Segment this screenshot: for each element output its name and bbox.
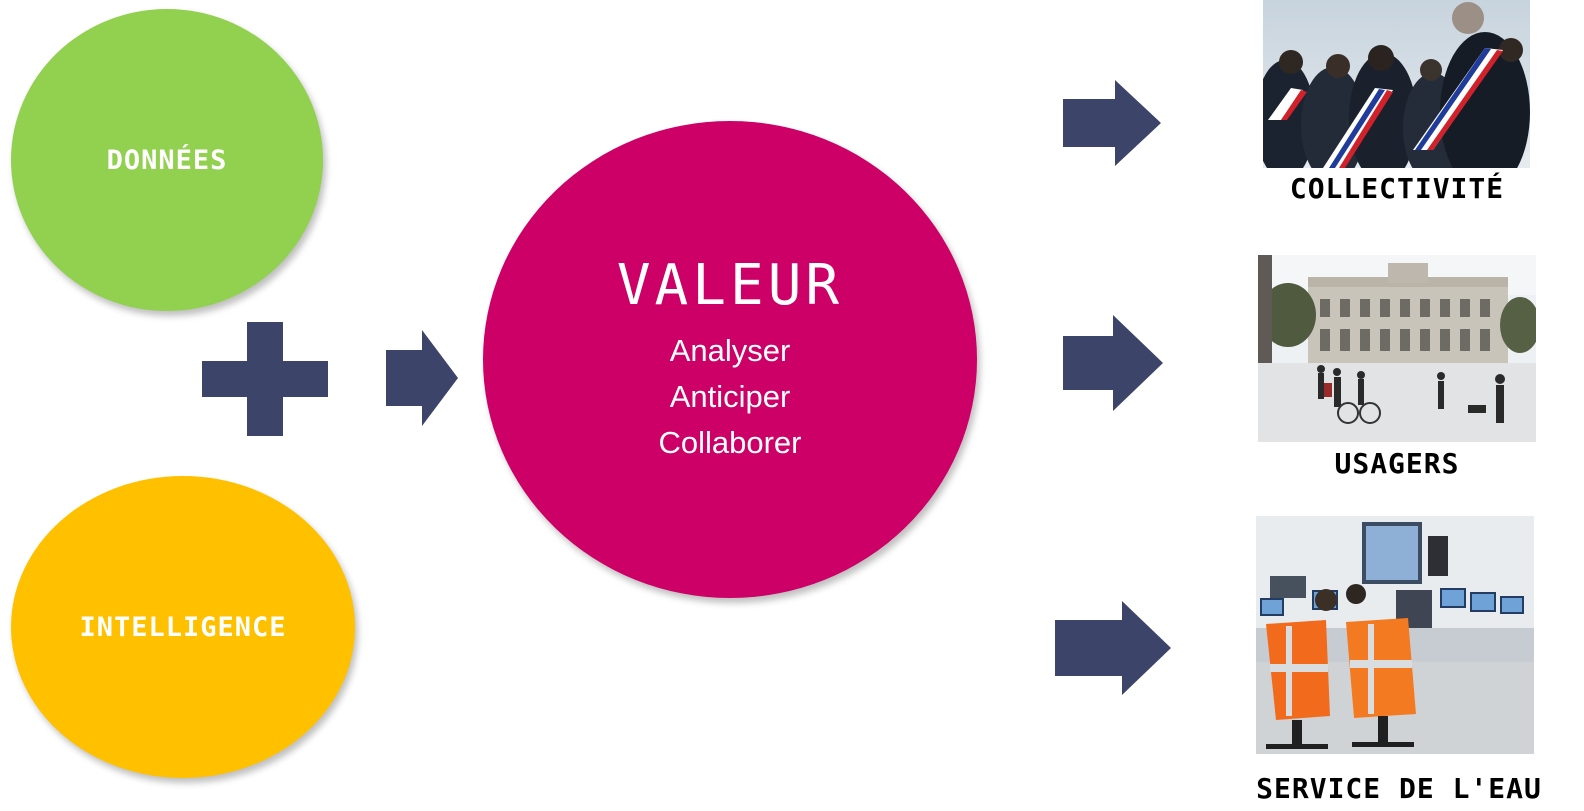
valeur-title: VALEUR [616,253,844,318]
donnees-circle: DONNÉES [11,9,323,311]
verb-collaborer: Collaborer [658,425,802,460]
water-control-room-operators-photo [1256,516,1534,754]
plus-icon [202,322,328,436]
city-square-pedestrians-photo [1258,255,1536,442]
right-arrow-icon [1063,315,1163,411]
donnees-label: DONNÉES [106,144,228,176]
intelligence-circle: INTELLIGENCE [11,476,355,778]
intelligence-label: INTELLIGENCE [79,611,287,643]
service-eau-caption: SERVICE DE L'EAU [1256,772,1542,805]
verb-analyser: Analyser [669,333,791,368]
right-arrow-icon [1055,601,1171,695]
verb-anticiper: Anticiper [669,379,791,414]
valeur-circle: VALEUR Analyser Anticiper Collaborer [483,121,977,598]
elected-officials-with-sashes-photo [1263,0,1530,168]
collectivite-caption: COLLECTIVITÉ [1289,172,1505,205]
right-arrow-icon [386,330,458,426]
usagers-caption: USAGERS [1334,447,1460,480]
right-arrow-icon [1063,80,1161,166]
